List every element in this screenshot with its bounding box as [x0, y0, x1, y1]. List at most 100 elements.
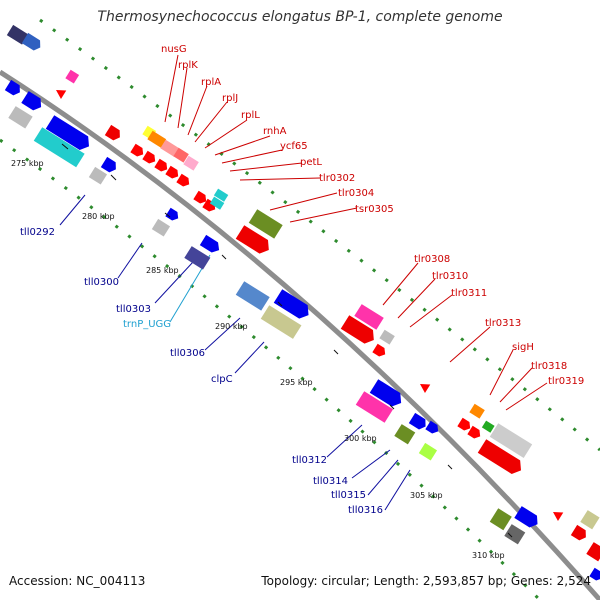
tick-label: 300 kbp — [344, 434, 377, 443]
gene-arrow — [369, 379, 402, 407]
forward-label-leaders — [164, 54, 548, 411]
gene-block — [173, 147, 189, 163]
tick-label: 305 kbp — [410, 491, 443, 500]
genome-summary: Topology: circular; Length: 2,593,857 bp… — [261, 574, 591, 588]
gene-arrow — [467, 425, 481, 439]
gene-arrow — [142, 150, 156, 164]
gene-block — [260, 305, 302, 339]
gene-label-sigH: sigH — [512, 342, 534, 353]
gene-arrow — [477, 439, 522, 474]
gene-block — [184, 246, 211, 270]
gene-label-tlr0318: tlr0318 — [531, 361, 567, 372]
tick-label: 290 kbp — [215, 322, 248, 331]
gene-arrow — [4, 79, 20, 96]
gene-block — [481, 420, 495, 433]
tick-label: 310 kbp — [472, 551, 505, 560]
gene-block — [151, 218, 171, 237]
gene-label-tll0312: tll0312 — [292, 455, 327, 466]
gene-block — [379, 329, 395, 345]
gene-arrow — [199, 234, 220, 253]
tick-label: 285 kbp — [146, 266, 179, 275]
gene-block — [213, 188, 229, 202]
tick-marks — [61, 143, 513, 538]
gene-arrow — [154, 158, 168, 172]
gene-block — [418, 442, 438, 461]
map-title: Thermosynechococcus elongatus BP-1, comp… — [97, 9, 503, 25]
gene-block — [147, 130, 167, 148]
gene-arrow — [408, 412, 426, 430]
gene-arrow — [21, 91, 42, 111]
gene-block — [8, 106, 33, 129]
gene-label-tll0300: tll0300 — [84, 277, 119, 288]
reverse-gene-labels: tll0292 tll0300 tll0303 trnP_UGG tll0306… — [20, 227, 383, 516]
gene-label-rplJ: rplJ — [222, 93, 238, 104]
gene-label-tsr0305: tsr0305 — [355, 204, 394, 215]
gene-block — [489, 423, 533, 458]
gene-label-tlr0310: tlr0310 — [432, 271, 468, 282]
gene-block — [504, 524, 526, 545]
gene-label-tlr0304: tlr0304 — [338, 188, 374, 199]
gene-label-tlr0308: tlr0308 — [414, 254, 450, 265]
gene-arrow — [457, 417, 471, 431]
genome-backbone — [0, 69, 600, 600]
gene-label-petL: petL — [300, 157, 322, 168]
gene-label-tll0316: tll0316 — [348, 505, 383, 516]
gene-label-tll0315: tll0315 — [331, 490, 366, 501]
gene-arrow — [176, 173, 190, 187]
gene-block — [33, 127, 85, 168]
gene-features — [4, 24, 600, 581]
gene-label-nusG: nusG — [161, 44, 187, 55]
gene-block — [489, 508, 512, 531]
tick-label: 295 kbp — [280, 378, 313, 387]
forward-gene-labels: nusG rplK rplA rplJ rplL rnhA ycf65 petL… — [161, 44, 584, 387]
gene-label-trnP_UGG: trnP_UGG — [123, 319, 171, 330]
gene-arrow — [193, 190, 207, 204]
gene-arrow — [553, 512, 564, 522]
gene-block — [354, 304, 384, 330]
gene-arrow — [589, 567, 600, 581]
gene-label-rplA: rplA — [201, 77, 221, 88]
gene-label-clpC: clpC — [211, 374, 233, 385]
gene-label-tll0306: tll0306 — [170, 348, 205, 359]
gene-block — [160, 139, 180, 157]
gene-block — [586, 542, 600, 562]
gene-arrow — [165, 165, 179, 179]
gene-label-tll0314: tll0314 — [313, 476, 348, 487]
gene-block — [394, 424, 416, 445]
gene-block — [183, 155, 199, 171]
inner-dotted-track — [0, 138, 542, 600]
accession-label: Accession: NC_004113 — [9, 574, 146, 588]
gene-label-tll0292: tll0292 — [20, 227, 55, 238]
gene-block — [580, 510, 600, 530]
gene-label-rplL: rplL — [241, 110, 260, 121]
gene-arrow — [100, 156, 116, 173]
gene-label-tlr0302: tlr0302 — [319, 173, 355, 184]
gene-arrow — [273, 289, 309, 319]
gene-label-tlr0311: tlr0311 — [451, 288, 487, 299]
gene-block — [6, 24, 29, 45]
gene-arrow — [340, 315, 374, 344]
gene-arrow — [420, 384, 431, 394]
gene-arrow — [372, 343, 386, 357]
reverse-label-leaders — [59, 194, 411, 511]
gene-label-tlr0319: tlr0319 — [548, 376, 584, 387]
gene-label-rnhA: rnhA — [263, 126, 287, 137]
gene-arrow — [130, 143, 144, 157]
gene-block — [469, 403, 485, 419]
gene-label-rplK: rplK — [178, 60, 198, 71]
gene-block — [355, 391, 394, 423]
gene-label-tlr0313: tlr0313 — [485, 318, 521, 329]
gene-block — [248, 209, 283, 239]
gene-arrow — [425, 420, 439, 434]
tick-label: 275 kbp — [11, 159, 44, 168]
tick-label: 280 kbp — [82, 212, 115, 221]
gene-arrow — [165, 207, 179, 221]
gene-block — [88, 166, 108, 185]
gene-arrow — [514, 506, 538, 528]
gene-block — [209, 196, 225, 210]
gene-label-ycf65: ycf65 — [280, 141, 308, 152]
gene-label-tll0303: tll0303 — [116, 304, 151, 315]
gene-arrow — [45, 115, 90, 150]
gene-block — [235, 281, 270, 311]
